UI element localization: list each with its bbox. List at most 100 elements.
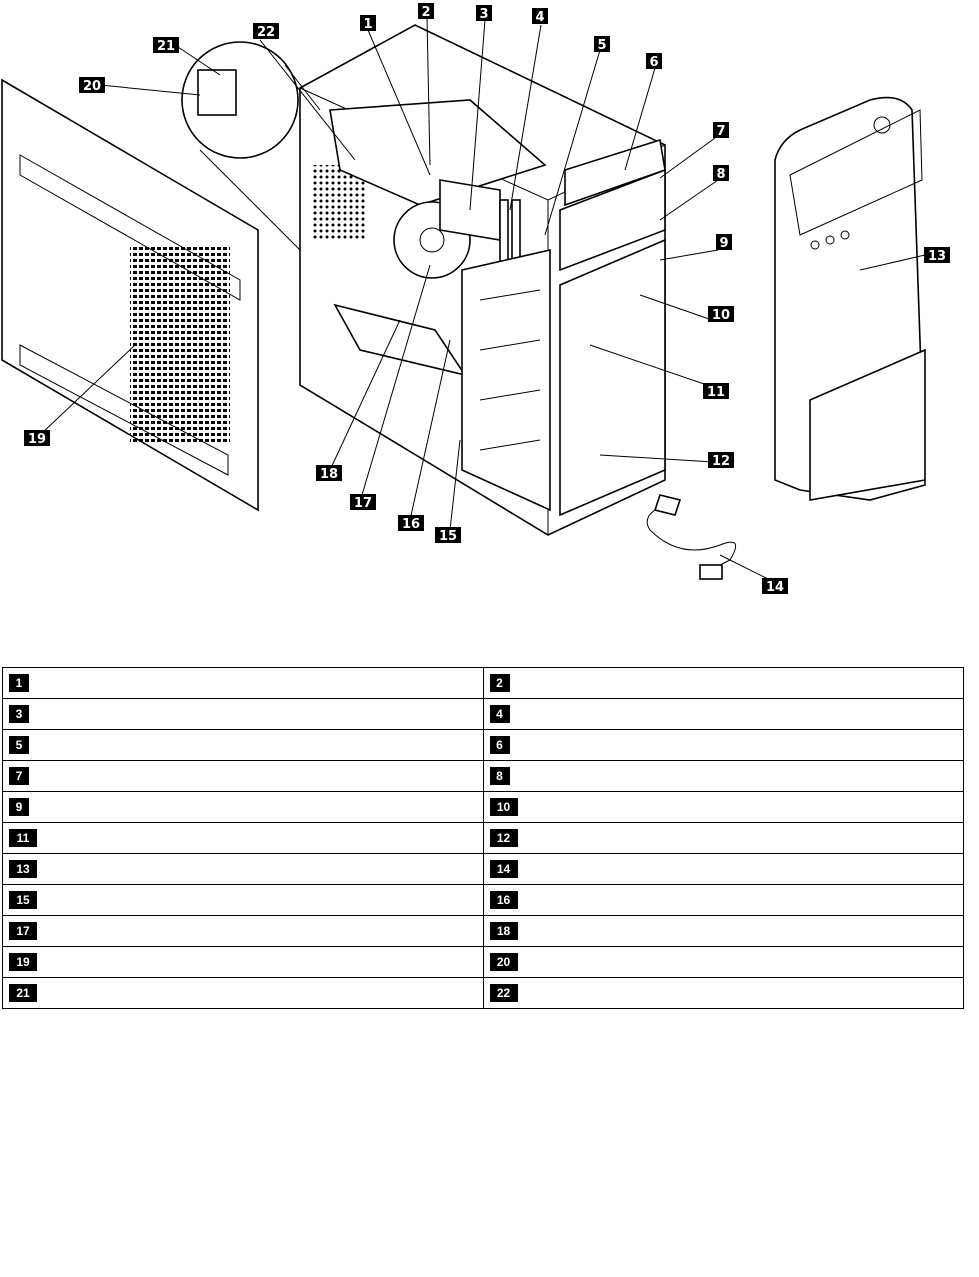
- legend-number-badge: 12: [489, 829, 518, 847]
- callout-box: [79, 77, 105, 93]
- legend-cell-left: 11: [2, 822, 484, 854]
- legend-cell-left: 7: [2, 760, 484, 792]
- callout-label: 4: [535, 10, 544, 25]
- legend-cell-left: 9: [2, 791, 484, 823]
- callout-box: [398, 515, 424, 531]
- callout-22: 22: [253, 23, 279, 40]
- legend-cell-right: 6: [482, 729, 964, 761]
- callout-3: 3: [476, 5, 492, 22]
- callout-19: 19: [24, 430, 50, 447]
- callout-label: 22: [257, 25, 275, 40]
- callout-6: 6: [646, 53, 662, 70]
- callout-label: 9: [719, 236, 728, 251]
- legend-cell-left: 13: [2, 853, 484, 885]
- legend-cell-right: 18: [482, 915, 964, 947]
- callout-18: 18: [316, 465, 342, 482]
- callout-box: [924, 247, 950, 263]
- legend-number-badge: 6: [489, 736, 510, 754]
- callout-label: 2: [421, 5, 430, 20]
- legend-cell-left: 15: [2, 884, 484, 916]
- callout-box: [360, 15, 376, 31]
- callout-4: 4: [532, 8, 548, 25]
- legend-number-badge: 11: [9, 829, 37, 847]
- legend-cell-right: 14: [482, 853, 964, 885]
- legend-number-badge: 18: [489, 922, 518, 940]
- legend-number-badge: 20: [489, 953, 518, 971]
- callout-21: 21: [153, 37, 179, 54]
- callout-box: [153, 37, 179, 53]
- callout-10: 10: [708, 306, 734, 323]
- legend-cell-right: 8: [482, 760, 964, 792]
- legend-cell-right: 12: [482, 822, 964, 854]
- callout-box: [435, 527, 461, 543]
- callout-box: [418, 3, 434, 19]
- legend-number-badge: 4: [489, 705, 510, 723]
- callout-box: [762, 578, 788, 594]
- legend-cell-left: 19: [2, 946, 484, 978]
- legend-number-badge: 7: [9, 767, 29, 785]
- legend-number-badge: 13: [9, 860, 37, 878]
- legend-number-badge: 15: [9, 891, 37, 909]
- legend-number-badge: 5: [9, 736, 29, 754]
- legend-number-badge: 21: [9, 984, 37, 1002]
- legend-cell-right: 4: [482, 698, 964, 730]
- legend-cell-right: 16: [482, 884, 964, 916]
- callout-label: 19: [28, 432, 46, 447]
- callout-label: 6: [649, 55, 658, 70]
- legend-number-badge: 19: [9, 953, 37, 971]
- legend-cell-left: 5: [2, 729, 484, 761]
- legend-number-badge: 3: [9, 705, 29, 723]
- callout-label: 14: [766, 580, 784, 595]
- legend-cell-right: 10: [482, 791, 964, 823]
- callout-box: [253, 23, 279, 39]
- legend-cell-right: 2: [482, 667, 964, 699]
- hdd-bracket: [461, 248, 551, 512]
- callout-20: 20: [79, 77, 105, 94]
- legend-number-badge: 10: [489, 798, 518, 816]
- callout-14: 14: [762, 578, 788, 595]
- front-bezel: [774, 96, 926, 501]
- callout-box: [476, 5, 492, 21]
- legend-cell-left: 3: [2, 698, 484, 730]
- legend-row: 11 12: [2, 822, 964, 854]
- leader-lines: [39, 17, 926, 581]
- power-supply: [329, 99, 547, 206]
- callout-label: 8: [716, 167, 725, 182]
- callout-box: [703, 383, 729, 399]
- callout-label: 13: [928, 249, 946, 264]
- legend-number-badge: 17: [9, 922, 37, 940]
- legend-cell-left: 1: [2, 667, 484, 699]
- callout-box: [708, 452, 734, 468]
- detail-inset: [181, 41, 321, 251]
- callout-box: [716, 234, 732, 250]
- callout-label: 20: [83, 79, 101, 94]
- legend-cell-left: 17: [2, 915, 484, 947]
- legend-number-badge: 1: [9, 674, 29, 692]
- callout-label: 7: [716, 124, 725, 139]
- legend-cell-right: 22: [482, 977, 964, 1009]
- callout-label: 12: [712, 454, 730, 469]
- callout-box: [24, 430, 50, 446]
- legend-number-badge: 2: [489, 674, 510, 692]
- callout-box: [316, 465, 342, 481]
- callout-label: 15: [439, 529, 457, 544]
- callout-label: 1: [363, 17, 372, 32]
- callout-5: 5: [594, 36, 610, 53]
- callout-2: 2: [418, 3, 434, 20]
- callout-label: 3: [479, 7, 488, 22]
- callout-box: [646, 53, 662, 69]
- optical-drive-bays: [559, 138, 666, 272]
- legend-number-badge: 22: [489, 984, 518, 1002]
- callout-9: 9: [716, 234, 732, 251]
- side-cover-vent: [130, 245, 230, 445]
- callout-box: [713, 122, 729, 138]
- callout-16: 16: [398, 515, 424, 532]
